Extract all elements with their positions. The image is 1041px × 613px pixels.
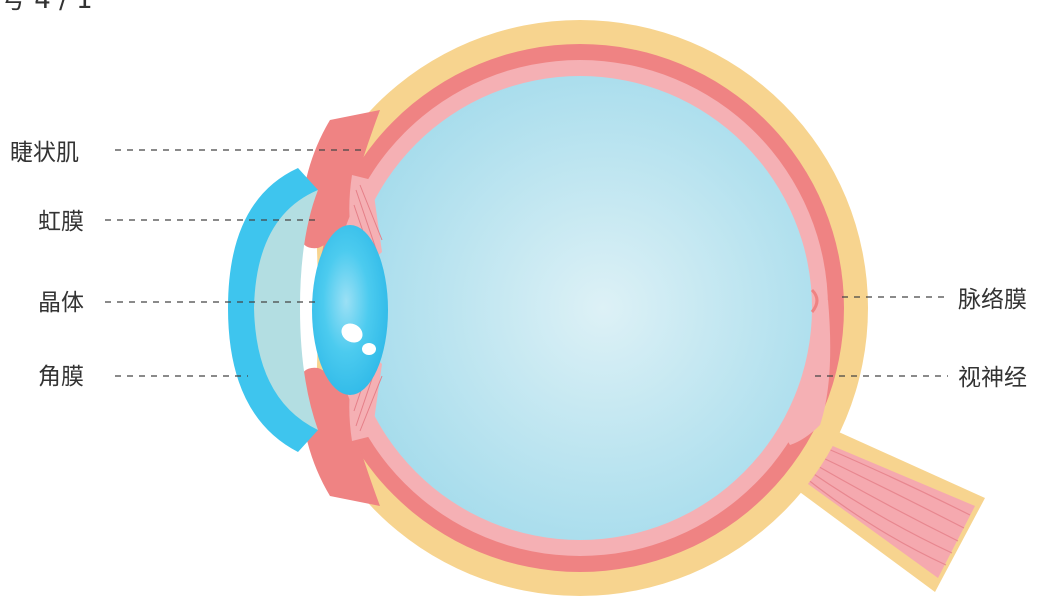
vitreous-body — [348, 76, 812, 540]
lens-highlight-small — [362, 343, 376, 355]
lens — [312, 225, 388, 395]
label-lens: 晶体 — [38, 289, 84, 317]
label-choroid: 脉络膜 — [958, 286, 1027, 314]
label-iris: 虹膜 — [38, 208, 84, 236]
label-optic-nerve: 视神经 — [958, 364, 1027, 392]
page-title-fragment: 号 4 / 1 — [0, 0, 93, 14]
label-cornea: 角膜 — [38, 363, 84, 391]
label-ciliary-muscle: 睫状肌 — [10, 139, 79, 167]
